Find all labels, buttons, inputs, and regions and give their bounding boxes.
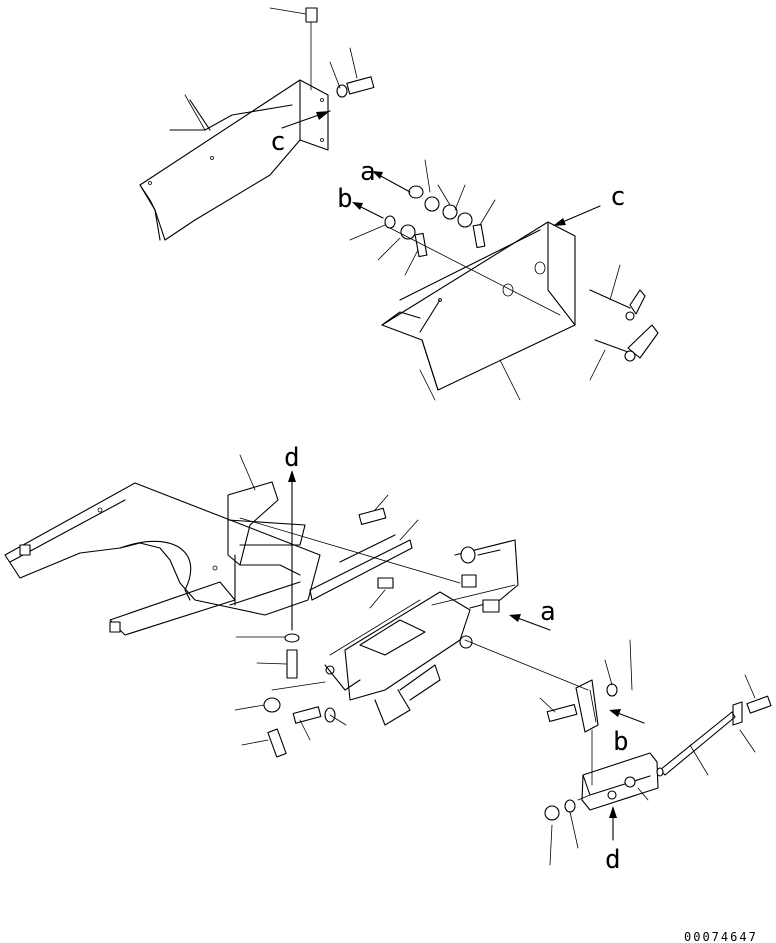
callout-c-right-label: c	[610, 182, 626, 212]
callout-d-top: d	[284, 443, 300, 631]
rail-member	[309, 519, 419, 601]
callout-a-top: a	[360, 157, 411, 193]
bolt-top	[269, 7, 318, 91]
callout-a-bottom-label: a	[540, 597, 556, 627]
callout-a-bottom: a	[509, 597, 556, 631]
hinge-block-assembly	[464, 639, 633, 733]
lower-bracket-plate	[581, 729, 659, 811]
main-frame-plate	[4, 482, 321, 636]
callout-c-left: c	[270, 110, 331, 157]
callout-d-bottom-label: d	[605, 845, 621, 875]
callout-c-left-label: c	[270, 127, 286, 157]
callout-d-top-label: d	[284, 443, 300, 473]
callout-d-bottom: d	[605, 806, 621, 875]
bolt-washer-upper-right	[329, 47, 375, 98]
upper-cover-left	[139, 79, 329, 241]
upper-cover-right	[381, 221, 576, 391]
callout-a-top-label: a	[360, 157, 376, 187]
nut-washer-bottom	[544, 794, 591, 866]
lever-upper	[589, 264, 646, 321]
callout-b-top: b	[337, 184, 384, 219]
bolt-rail	[358, 494, 394, 609]
lever-lower	[589, 324, 659, 381]
fasteners-left-bottom	[234, 633, 347, 758]
leader-lines-top	[184, 94, 521, 401]
mount-bracket-upper	[227, 454, 461, 606]
drawing-number: 00074647	[684, 930, 758, 943]
tie-rod	[656, 674, 772, 777]
callout-c-right: c	[553, 182, 626, 226]
center-bracket-assembly	[324, 539, 519, 726]
callout-b-bottom-label: b	[613, 727, 629, 757]
small-parts-top-cluster	[349, 159, 561, 316]
callout-b-top-label: b	[337, 184, 353, 214]
callout-b-bottom: b	[609, 709, 645, 757]
